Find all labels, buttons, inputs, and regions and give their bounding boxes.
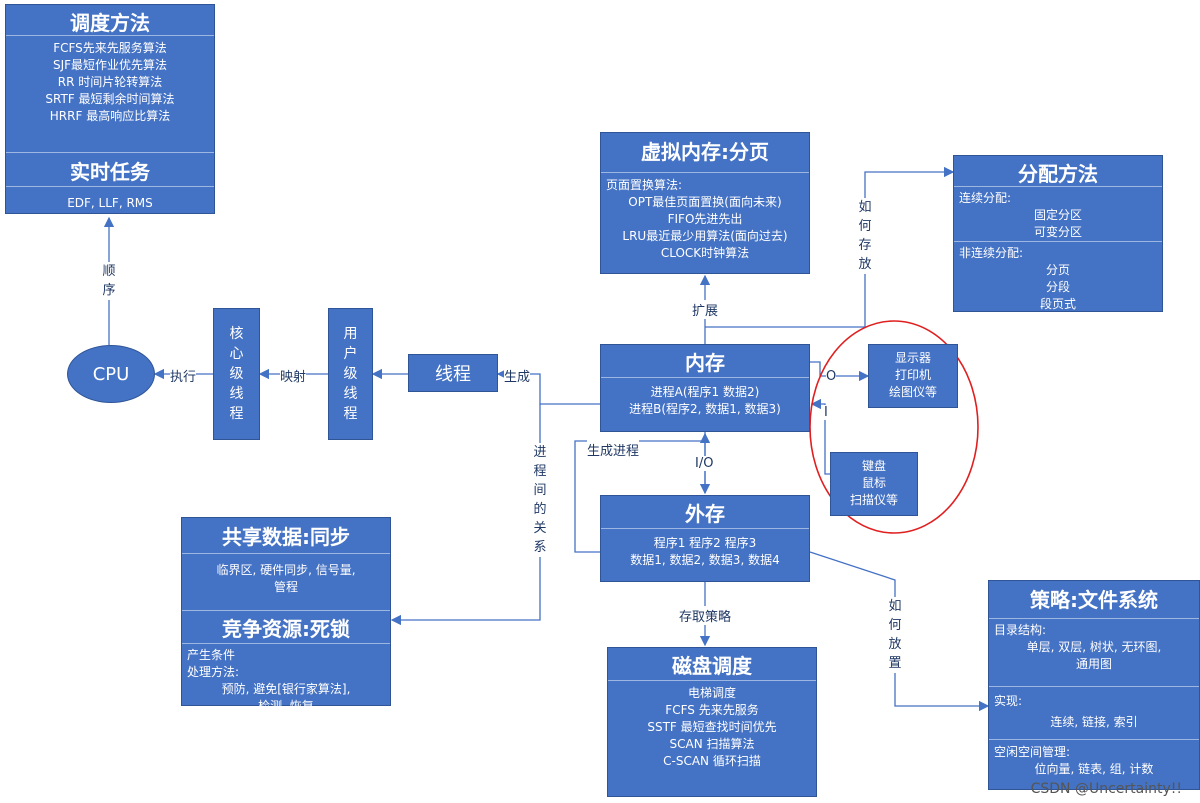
process-relation-label: 进程间的关系 (532, 443, 548, 557)
thread-box: 线程 (408, 354, 498, 392)
storage-box: 外存 程序1 程序2 程序3 数据1, 数据2, 数据3, 数据4 (600, 495, 810, 582)
dir-label: 目录结构: (994, 623, 1047, 637)
generate-label: 生成 (504, 366, 531, 385)
memory-title: 内存 (685, 351, 725, 375)
realtime-items: EDF, LLF, RMS (6, 186, 214, 212)
scheduling-item: HRRF 最高响应比算法 (49, 109, 171, 123)
sync-box: 共享数据:同步 临界区, 硬件同步, 信号量, 管程 竞争资源:死锁 产生条件 … (181, 517, 391, 713)
input-device: 键盘 (861, 459, 886, 473)
noncontiguous-label: 非连续分配: (959, 246, 1024, 260)
dir-item: 单层, 双层, 树状, 无环图, (1026, 640, 1162, 654)
deadlock-item: 预防, 避免[银行家算法], (221, 682, 351, 696)
kernel-thread-label: 核心级线程 (229, 326, 244, 422)
deadlock-title: 竞争资源:死锁 (182, 610, 390, 643)
contiguous-label: 连续分配: (959, 191, 1012, 205)
realtime-title: 实时任务 (6, 152, 214, 186)
allocation-item: 可变分区 (1033, 225, 1082, 239)
map-label: 映射 (280, 366, 307, 385)
disk-title: 磁盘调度 (672, 654, 752, 678)
disk-item: SSTF 最短查找时间优先 (647, 720, 777, 734)
input-devices-box: 键盘 鼠标 扫描仪等 (830, 452, 918, 516)
generate-process-label: 生成进程 (587, 440, 640, 459)
user-thread-box: 用户级线程 (328, 308, 373, 440)
scheduling-item: FCFS先来先服务算法 (53, 41, 167, 55)
file-system-title: 策略:文件系统 (1030, 588, 1158, 612)
output-device: 打印机 (894, 368, 931, 382)
virtual-memory-box: 虚拟内存:分页 页面置换算法: OPT最佳页面置换(面向未来) FIFO先进先出… (600, 132, 810, 274)
memory-item: 进程B(程序2, 数据1, 数据3) (629, 402, 781, 416)
memory-box: 内存 进程A(程序1 数据2) 进程B(程序2, 数据1, 数据3) (600, 344, 810, 432)
deadlock-line: 处理方法: (187, 665, 240, 679)
sync-item: 临界区, 硬件同步, 信号量, (216, 563, 356, 577)
allocation-item: 段页式 (1039, 297, 1076, 311)
storage-title: 外存 (685, 502, 725, 526)
memory-to-output-arrow (810, 361, 870, 382)
input-device: 鼠标 (861, 476, 886, 490)
user-thread-label: 用户级线程 (343, 326, 358, 422)
how-store-label: 如何存放 (857, 198, 873, 274)
disk-item: SCAN 扫描算法 (669, 737, 755, 751)
deadlock-item: 检测, 恢复 (258, 699, 314, 713)
output-device: 显示器 (894, 351, 931, 365)
disk-scheduling-box: 磁盘调度 电梯调度 FCFS 先来先服务 SSTF 最短查找时间优先 SCAN … (607, 647, 817, 797)
impl-label: 实现: (994, 694, 1023, 708)
extend-label: 扩展 (692, 300, 719, 319)
allocation-title: 分配方法 (1018, 162, 1098, 186)
input-to-memory-arrow (810, 398, 830, 475)
impl-item: 连续, 链接, 索引 (1050, 715, 1138, 729)
allocation-item: 分页 (1045, 263, 1070, 277)
free-label: 空闲空间管理: (994, 745, 1071, 759)
output-o-label: O (826, 369, 837, 384)
input-i-label: I (824, 405, 828, 420)
order-label: 顺序 (101, 262, 117, 300)
output-devices-box: 显示器 打印机 绘图仪等 (868, 344, 958, 408)
dir-item: 通用图 (1075, 657, 1112, 671)
disk-item: 电梯调度 (687, 686, 736, 700)
virtual-memory-title: 虚拟内存:分页 (641, 140, 769, 164)
io-label: I/O (695, 456, 714, 471)
cpu-label: CPU (92, 363, 130, 385)
access-strategy-label: 存取策略 (679, 606, 732, 625)
scheduling-item: SRTF 最短剩余时间算法 (45, 92, 175, 106)
storage-item: 数据1, 数据2, 数据3, 数据4 (630, 553, 780, 567)
sync-item: 管程 (273, 580, 298, 594)
free-item: 位向量, 链表, 组, 计数 (1034, 762, 1154, 776)
allocation-item: 分段 (1045, 280, 1070, 294)
kernel-thread-box: 核心级线程 (213, 308, 260, 440)
output-device: 绘图仪等 (888, 385, 937, 399)
virtual-memory-item: LRU最近最少用算法(面向过去) (622, 229, 788, 243)
scheduling-title: 调度方法 (70, 11, 150, 35)
allocation-box: 分配方法 连续分配: 固定分区 可变分区 非连续分配: 分页 分段 段页式 (953, 155, 1163, 312)
virtual-memory-intro: 页面置换算法: (606, 178, 683, 192)
disk-item: C-SCAN 循环扫描 (663, 754, 761, 768)
memory-item: 进程A(程序1 数据2) (650, 385, 760, 399)
virtual-memory-item: CLOCK时钟算法 (660, 246, 750, 260)
input-device: 扫描仪等 (849, 493, 898, 507)
cpu-node: CPU (67, 345, 155, 403)
file-system-box: 策略:文件系统 目录结构: 单层, 双层, 树状, 无环图, 通用图 实现: 连… (988, 580, 1200, 790)
how-place-label: 如何放置 (887, 597, 903, 673)
sync-title: 共享数据:同步 (222, 525, 350, 549)
virtual-memory-item: FIFO先进先出 (667, 212, 743, 226)
relation-to-deadlock-arrow (390, 404, 541, 626)
storage-item: 程序1 程序2 程序3 (653, 536, 757, 550)
allocation-item: 固定分区 (1033, 208, 1082, 222)
scheduling-item: SJF最短作业优先算法 (52, 58, 168, 72)
deadlock-line: 产生条件 (187, 648, 236, 662)
execute-label: 执行 (170, 366, 197, 385)
watermark: CSDN @Uncertainty!! (1030, 781, 1182, 797)
virtual-memory-item: OPT最佳页面置换(面向未来) (628, 195, 782, 209)
scheduling-item: RR 时间片轮转算法 (57, 75, 163, 89)
storage-to-memory-process-arrow (574, 440, 705, 553)
highlight-circle (809, 320, 979, 534)
thread-label: 线程 (435, 364, 471, 385)
disk-item: FCFS 先来先服务 (665, 703, 759, 717)
scheduling-box: 调度方法 FCFS先来先服务算法 SJF最短作业优先算法 RR 时间片轮转算法 … (5, 4, 215, 214)
